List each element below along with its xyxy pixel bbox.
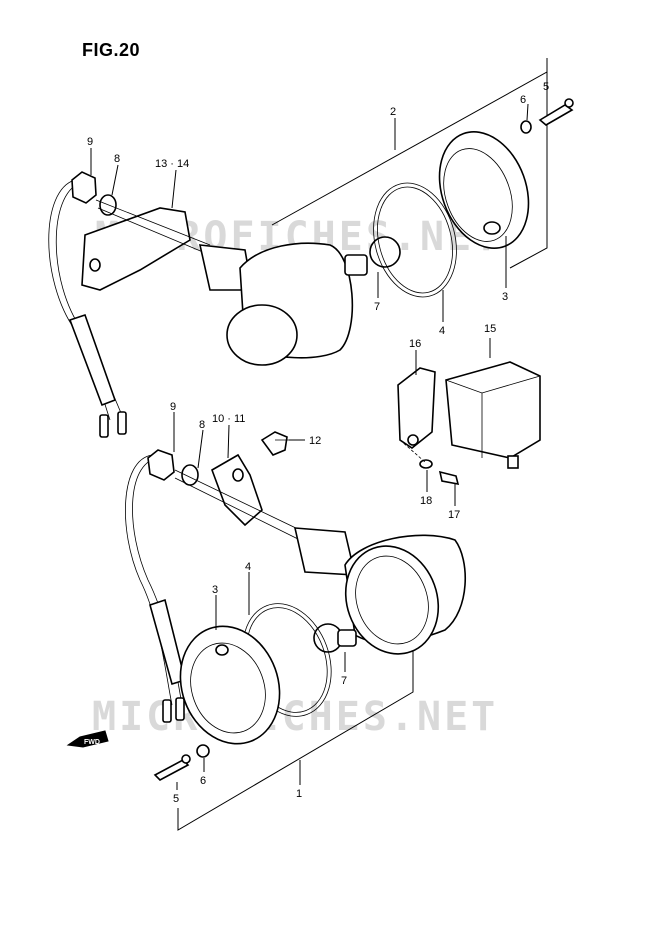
callout-6-top: 6 xyxy=(520,94,526,106)
callout-1: 1 xyxy=(296,788,302,800)
callout-7-top: 7 xyxy=(374,301,380,313)
screw-5-top xyxy=(538,104,574,126)
callout-17: 17 xyxy=(448,509,460,521)
wire-terminal-b xyxy=(117,411,127,435)
flasher-relay-15 xyxy=(445,361,541,459)
callout-4-bottom: 4 xyxy=(245,561,251,573)
callout-3-bottom: 3 xyxy=(212,584,218,596)
callout-13-14: 13 · 14 xyxy=(155,158,189,170)
callout-4-top: 4 xyxy=(439,325,445,337)
mounting-bracket-13-14 xyxy=(81,207,191,291)
callout-labels: 5 6 2 9 8 13 · 14 3 7 4 15 16 18 17 9 8 … xyxy=(87,81,549,805)
wire-terminal-a xyxy=(99,414,109,438)
flasher-relay-group xyxy=(397,361,541,486)
callout-8-top: 8 xyxy=(114,153,120,165)
callout-18: 18 xyxy=(420,495,432,507)
nut-9-top xyxy=(71,171,97,204)
wire-harness-bottom xyxy=(125,454,173,706)
callout-5-bottom: 5 xyxy=(173,793,179,805)
bolt-12 xyxy=(260,431,288,456)
bracket-line-assembly-2 xyxy=(271,71,548,269)
nut-9-bottom xyxy=(147,449,175,481)
forward-direction-arrow: FWD xyxy=(66,730,109,748)
bracket-line-assembly-1 xyxy=(177,650,414,831)
leader-lines xyxy=(90,58,548,790)
callout-9-top: 9 xyxy=(87,136,93,148)
washer-6-bottom xyxy=(196,744,210,758)
callout-6-bottom: 6 xyxy=(200,775,206,787)
lens-3-bottom xyxy=(179,625,281,745)
callout-5-top: 5 xyxy=(543,81,549,93)
washer-8-bottom xyxy=(181,464,199,486)
gasket-4-top xyxy=(373,182,457,298)
front-turn-signal-assembly xyxy=(48,98,574,438)
callout-15: 15 xyxy=(484,323,496,335)
watermark-bottom: MICROFICHES.NET xyxy=(92,694,498,740)
screw-17 xyxy=(438,470,460,486)
lens-3-top xyxy=(438,131,530,249)
bulb-7-top xyxy=(369,236,401,268)
figure-title: FIG.20 xyxy=(82,40,141,60)
callout-10-11: 10 · 11 xyxy=(212,413,245,425)
washer-6-top xyxy=(520,120,532,134)
callout-12: 12 xyxy=(309,435,321,447)
signal-cap-top xyxy=(226,304,298,366)
callout-2: 2 xyxy=(390,106,396,118)
screw-5-bottom xyxy=(153,759,190,781)
callout-7-bottom: 7 xyxy=(341,675,347,687)
callout-16: 16 xyxy=(409,338,421,350)
callout-3-top: 3 xyxy=(502,291,508,303)
mounting-bracket-10-11 xyxy=(211,453,263,527)
fwd-label: FWD xyxy=(84,739,100,746)
callout-9-bottom: 9 xyxy=(170,401,176,413)
washer-18 xyxy=(419,459,433,469)
callout-8-bottom: 8 xyxy=(199,419,205,431)
rear-turn-signal-assembly xyxy=(125,431,467,781)
wire-sleeve-top xyxy=(68,313,117,407)
